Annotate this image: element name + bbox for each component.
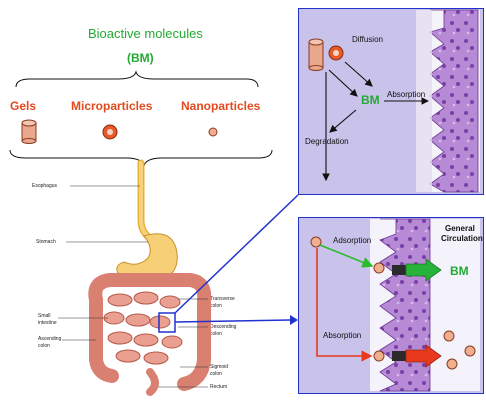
top-cylinder-icon <box>309 39 323 71</box>
label-absorption-top: Absorption <box>387 90 425 99</box>
label-bm-top: BM <box>361 93 380 107</box>
label-degradation: Degradation <box>305 137 349 146</box>
label-diffusion: Diffusion <box>352 35 383 44</box>
nanoparticle-icon <box>209 128 217 136</box>
top-ring-icon <box>329 46 343 60</box>
digestive-tract <box>95 163 204 392</box>
label-bm-bottom: BM <box>450 264 469 278</box>
top-brace <box>16 72 258 87</box>
villi-top <box>430 10 478 192</box>
top-panel-arrows <box>326 62 428 180</box>
green-adsorption-arrow <box>320 245 372 266</box>
zoom-indicator <box>159 195 298 332</box>
label-absorption-bottom: Absorption <box>323 331 361 340</box>
gel-cylinder-icon <box>22 120 36 144</box>
zoom-arrowhead <box>290 315 298 325</box>
label-circulation: Circulation <box>441 234 483 244</box>
label-adsorption: Adsorption <box>333 236 371 245</box>
microparticle-icon <box>103 125 117 139</box>
label-general: General <box>445 224 475 234</box>
